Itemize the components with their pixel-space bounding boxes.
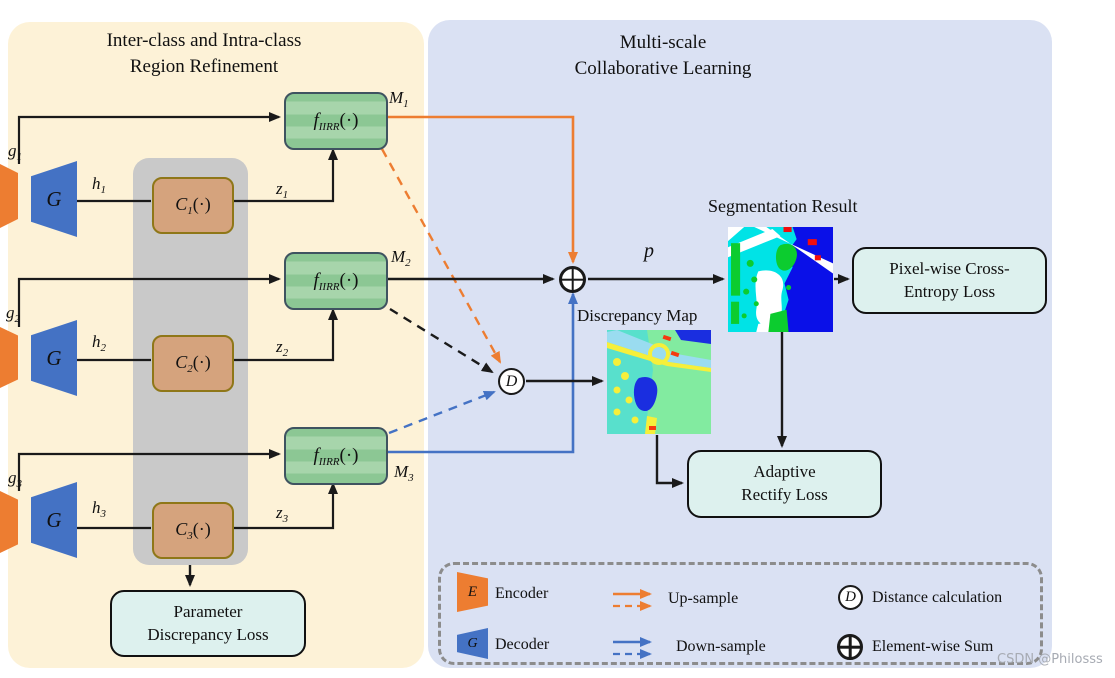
legend-encoder-icon: E bbox=[457, 572, 488, 612]
iirr-2-label: fIIRR(·) bbox=[313, 269, 359, 293]
iirr-box-1: fIIRR(·) bbox=[284, 92, 388, 150]
m3-label: M3 bbox=[394, 462, 414, 484]
legend-downsample-label: Down-sample bbox=[676, 638, 766, 655]
adaptive-loss-line2: Rectify Loss bbox=[741, 485, 828, 504]
g1-label: g1 bbox=[8, 141, 22, 163]
legend-decoder-symbol: G bbox=[467, 635, 478, 651]
pixel-wise-cross-entropy-loss-box: Pixel-wise Cross- Entropy Loss bbox=[852, 247, 1047, 314]
watermark: CSDN @Philosss bbox=[997, 652, 1103, 667]
parameter-loss-line2: Discrepancy Loss bbox=[147, 624, 269, 644]
segmentation-result-caption: Segmentation Result bbox=[708, 196, 858, 216]
legend-sum-label: Element-wise Sum bbox=[872, 638, 994, 655]
g2-label: g2 bbox=[6, 303, 20, 325]
decoder-1-label: G bbox=[46, 186, 62, 211]
legend-encoder-symbol: E bbox=[467, 583, 478, 600]
classifier-2-label: C2(·) bbox=[175, 352, 211, 375]
left-panel-title: Inter-class and Intra-class Region Refin… bbox=[44, 28, 364, 80]
classifier-1-label: C1(·) bbox=[175, 194, 211, 217]
encoder-shape-2 bbox=[0, 327, 18, 388]
discrepancy-map-image bbox=[607, 330, 711, 434]
right-title-line1: Multi-scale bbox=[619, 32, 707, 53]
pixelwise-loss-line1: Pixel-wise Cross- bbox=[889, 258, 1010, 278]
encoder-shape-3 bbox=[0, 491, 18, 553]
legend-distance-icon: D bbox=[838, 585, 863, 610]
h1-label: h1 bbox=[92, 174, 106, 196]
left-title-line2: Region Refinement bbox=[129, 56, 279, 78]
parameter-loss-line1: Parameter bbox=[173, 601, 243, 621]
parameter-discrepancy-loss-box: Parameter Discrepancy Loss bbox=[110, 590, 306, 657]
iirr-1-label: fIIRR(·) bbox=[313, 109, 359, 133]
z2-label: z2 bbox=[276, 337, 289, 359]
right-title-line2: Collaborative Learning bbox=[574, 58, 752, 80]
classifier-box-1: C1(·) bbox=[152, 177, 234, 234]
decoder-2-label: G bbox=[46, 345, 62, 370]
legend-encoder-label: Encoder bbox=[495, 585, 549, 602]
decoder-shape-1: G bbox=[31, 161, 77, 237]
decoder-3-label: G bbox=[46, 507, 62, 532]
legend-decoder-label: Decoder bbox=[495, 636, 550, 653]
m1-label: M1 bbox=[389, 88, 409, 110]
iirr-box-2: fIIRR(·) bbox=[284, 252, 388, 310]
distance-node: D bbox=[498, 368, 525, 395]
iirr-3-label: fIIRR(·) bbox=[313, 444, 359, 468]
legend-box bbox=[438, 562, 1043, 665]
classifier-3-label: C3(·) bbox=[175, 519, 211, 542]
h3-label: h3 bbox=[92, 498, 106, 520]
encoder-shape-1 bbox=[0, 164, 18, 228]
left-title-line1: Inter-class and Intra-class bbox=[106, 30, 302, 51]
z3-label: z3 bbox=[276, 503, 289, 525]
adaptive-rectify-loss-box: Adaptive Rectify Loss bbox=[687, 450, 882, 518]
element-wise-sum-node bbox=[559, 266, 586, 293]
p-label: p bbox=[644, 240, 654, 262]
h2-label: h2 bbox=[92, 332, 106, 354]
iirr-box-3: fIIRR(·) bbox=[284, 427, 388, 485]
g3-label: g3 bbox=[8, 468, 22, 490]
legend-sum-icon bbox=[837, 634, 863, 660]
segmentation-result-image bbox=[728, 227, 833, 332]
discrepancy-map-caption: Discrepancy Map bbox=[577, 306, 698, 325]
legend-distance-label: Distance calculation bbox=[872, 589, 1003, 606]
z1-label: z1 bbox=[276, 179, 289, 201]
m2-label: M2 bbox=[391, 247, 411, 269]
classifier-box-2: C2(·) bbox=[152, 335, 234, 392]
adaptive-loss-line1: Adaptive bbox=[753, 462, 816, 482]
pixelwise-loss-line2: Entropy Loss bbox=[903, 281, 996, 301]
legend-upsample-label: Up-sample bbox=[668, 590, 739, 607]
classifier-box-3: C3(·) bbox=[152, 502, 234, 559]
right-panel-title: Multi-scale Collaborative Learning bbox=[503, 30, 823, 82]
